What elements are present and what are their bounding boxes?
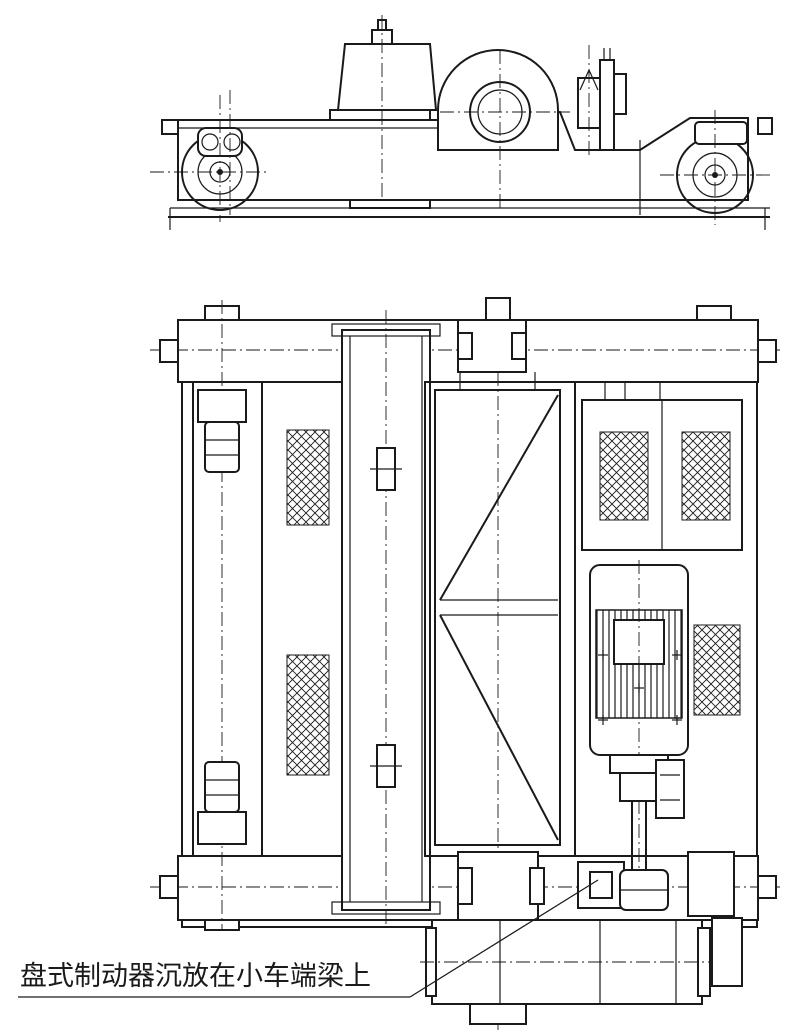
disc-brake [577,851,735,917]
side-elevation-view [150,15,773,230]
right-wheel [660,110,770,225]
annotation-text: 盘式制动器沉放在小车端梁上 [20,961,371,992]
left-wheel [150,95,270,222]
left-drive-unit-bottom [197,761,247,845]
hoist-drum-plan [424,297,576,1030]
main-girder [331,310,441,925]
plan-view [150,297,780,1030]
brake-column-side [577,45,641,215]
brake-annotation: 盘式制动器沉放在小车端梁上 [18,879,599,998]
leader-line [409,879,599,998]
reducer-gearbox [420,917,743,1025]
hoist-motor-plan [589,560,689,870]
left-drive-unit-top [197,389,247,473]
hoist-motor-side [329,15,438,200]
drum-housing-side [437,49,570,210]
